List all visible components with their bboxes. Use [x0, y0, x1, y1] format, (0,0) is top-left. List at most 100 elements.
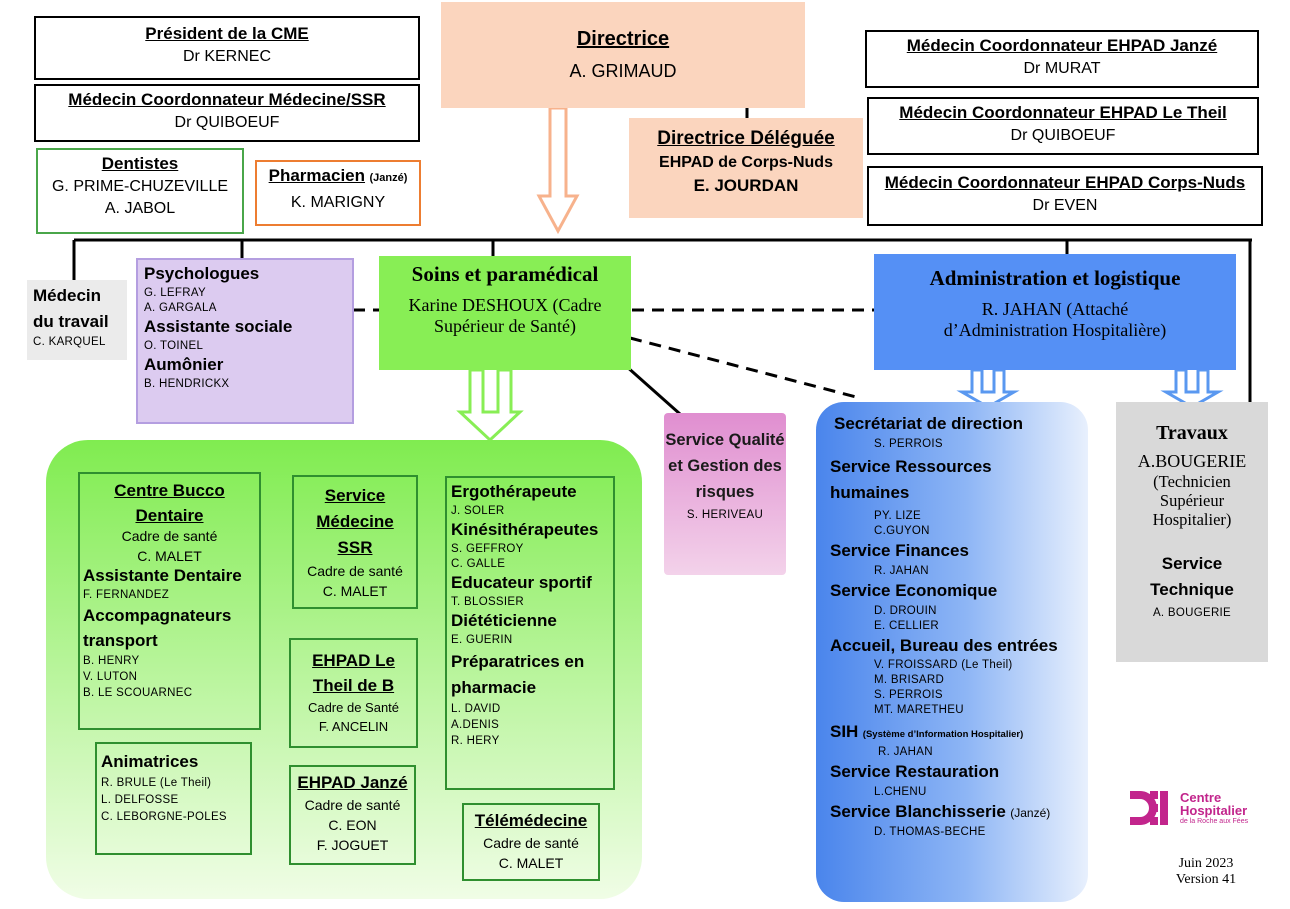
medcoord-theil-name: Dr QUIBOEUF	[1010, 127, 1116, 144]
theil-cadre: Cadre de Santé	[307, 700, 400, 715]
assistante-dentaire-title: Assistante Dentaire	[83, 566, 242, 585]
aumonier-name: B. HENDRICKX	[144, 378, 230, 390]
dentistes-name-2: A. JABOL	[104, 200, 176, 217]
animatrices-box: Animatrices R. BRULE (Le Theil) L. DELFO…	[95, 742, 252, 855]
theil-name: F. ANCELIN	[318, 719, 389, 734]
soins-box: Soins et paramédical Karine DESHOUX (Cad…	[379, 256, 631, 370]
ergo-name: J. SOLER	[451, 505, 505, 517]
janze-box: EHPAD Janzé Cadre de santé C. EON F. JOG…	[289, 765, 416, 865]
finances-title: Service Finances	[830, 541, 969, 560]
qualite-name: S. HERIVEAU	[686, 509, 764, 521]
bucco-box: Centre Bucco Dentaire Cadre de santé C. …	[78, 472, 261, 730]
psy-title: Psychologues	[144, 264, 260, 283]
medecin-travail-box: Médecin du travail C. KARQUEL	[27, 280, 127, 360]
medcoord-theil-title: Médecin Coordonnateur EHPAD Le Theil	[899, 103, 1227, 122]
animatrice-3: C. LEBORGNE-POLES	[101, 811, 227, 823]
kine-name-1: S. GEFFROY	[451, 543, 524, 555]
blanch-title: Service Blanchisserie	[830, 802, 1006, 821]
blanch-site: (Janzé)	[1010, 806, 1051, 820]
ssr-cadre: Cadre de santé	[307, 563, 403, 579]
sih-note: (Système d’Information Hospitalier)	[862, 729, 1024, 740]
directrice-deleguee-box: Directrice Déléguée EHPAD de Corps-Nuds …	[629, 118, 863, 218]
kine-title: Kinésithérapeutes	[451, 520, 599, 539]
directrice-deleguee-name: E. JOURDAN	[693, 176, 799, 195]
president-title: Président de la CME	[145, 24, 309, 43]
down-arrow-icon	[956, 368, 1020, 409]
theil-title: EHPAD Le Theil de B	[312, 651, 395, 695]
accueil-title: Accueil, Bureau des entrées	[830, 636, 1058, 655]
down-arrow-icon	[536, 106, 580, 235]
paramed-box: Ergothérapeute J. SOLER Kinésithérapeute…	[445, 476, 615, 790]
rh-name-2: C.GUYON	[874, 525, 930, 537]
footer-date: Juin 2023	[1178, 856, 1234, 871]
dentistes-box: Dentistes G. PRIME-CHUZEVILLE A. JABOL	[36, 148, 244, 234]
medecin-travail-name: C. KARQUEL	[33, 336, 106, 348]
medcoord-janze-box: Médecin Coordonnateur EHPAD Janzé Dr MUR…	[865, 30, 1259, 88]
service-technique-name: A. BOUGERIE	[1152, 607, 1232, 619]
accompagnateurs-title: Accompagnateurs transport	[83, 606, 232, 650]
directrice-deleguee-title: Directrice Déléguée	[657, 128, 835, 149]
diet-name: E. GUERIN	[451, 634, 513, 646]
assistante-sociale-name: O. TOINEL	[144, 340, 204, 352]
restauration-title: Service Restauration	[830, 762, 1000, 781]
footer: Juin 2023 Version 41	[1160, 856, 1252, 888]
dentistes-name-1: G. PRIME-CHUZEVILLE	[51, 178, 229, 195]
eco-title: Service Economique	[830, 581, 998, 600]
service-technique-title: Service Technique	[1150, 554, 1234, 599]
medcoord-ssr-title: Médecin Coordonnateur Médecine/SSR	[68, 90, 386, 109]
blanch-name: D. THOMAS-BECHE	[874, 826, 986, 838]
medcoord-corps-box: Médecin Coordonnateur EHPAD Corps-Nuds D…	[867, 166, 1263, 226]
directrice-title: Directrice	[576, 28, 670, 50]
janze-name-2: F. JOGUET	[316, 837, 389, 853]
accueil-name-3: S. PERROIS	[874, 689, 943, 701]
medcoord-ssr-name: Dr QUIBOEUF	[174, 114, 280, 131]
rh-title: Service Ressources humaines	[830, 457, 992, 502]
eco-name-1: D. DROUIN	[874, 605, 937, 617]
telemed-name: C. MALET	[498, 855, 564, 871]
accompagnateur-2: V. LUTON	[83, 671, 138, 683]
admin-desc-1: R. JAHAN (Attaché	[981, 299, 1129, 319]
directrice-name: A. GRIMAUD	[569, 61, 677, 81]
ssr-box: Service Médecine SSR Cadre de santé C. M…	[292, 475, 418, 609]
medcoord-corps-name: Dr EVEN	[1032, 197, 1098, 214]
animatrice-1: R. BRULE (Le Theil)	[101, 777, 212, 789]
soins-desc: Karine DESHOUX (Cadre Supérieur de Santé…	[408, 295, 602, 336]
bucco-title: Centre Bucco Dentaire	[114, 481, 225, 525]
bucco-cadre: Cadre de santé	[121, 528, 218, 544]
soins-services-area	[46, 440, 642, 899]
pharmacien-box: Pharmacien (Janzé) K. MARIGNY	[255, 160, 421, 226]
prep-name-2: A.DENIS	[451, 719, 500, 731]
medecin-travail-title-1: Médecin	[33, 286, 102, 305]
educ-title: Educateur sportif	[451, 573, 592, 592]
telemed-cadre: Cadre de santé	[483, 835, 579, 851]
janze-cadre: Cadre de santé	[304, 797, 401, 813]
prep-name-1: L. DAVID	[451, 703, 501, 715]
aumonier-title: Aumônier	[144, 355, 224, 374]
medcoord-theil-box: Médecin Coordonnateur EHPAD Le Theil Dr …	[867, 97, 1259, 155]
pharmacien-site: (Janzé)	[369, 172, 408, 184]
secretariat-name: S. PERROIS	[874, 438, 943, 450]
medcoord-corps-title: Médecin Coordonnateur EHPAD Corps-Nuds	[884, 173, 1246, 192]
animatrices-title: Animatrices	[101, 752, 199, 771]
admin-title: Administration et logistique	[929, 266, 1181, 290]
sih-name: R. JAHAN	[878, 746, 933, 758]
pharmacien-title: Pharmacien	[268, 166, 366, 185]
restauration-name: L.CHENU	[874, 786, 927, 798]
accueil-name-2: M. BRISARD	[874, 674, 945, 686]
prep-name-3: R. HERY	[451, 735, 500, 747]
president-box: Président de la CME Dr KERNEC	[34, 16, 420, 80]
pharmacien-name: K. MARIGNY	[290, 194, 386, 211]
footer-version: Version 41	[1175, 872, 1237, 887]
janze-title: EHPAD Janzé	[297, 773, 408, 792]
medcoord-janze-name: Dr MURAT	[1023, 60, 1101, 77]
kine-name-2: C. GALLE	[451, 558, 506, 570]
qualite-title: Service Qualité et Gestion des risques	[665, 431, 785, 501]
sih-title: SIH	[830, 722, 859, 741]
animatrice-2: L. DELFOSSE	[101, 794, 179, 806]
assistante-sociale-title: Assistante sociale	[144, 317, 293, 336]
bucco-cadre-name: C. MALET	[137, 548, 202, 564]
medcoord-janze-title: Médecin Coordonnateur EHPAD Janzé	[906, 36, 1218, 55]
logo-mark-icon	[1130, 791, 1168, 825]
president-name: Dr KERNEC	[182, 48, 271, 65]
